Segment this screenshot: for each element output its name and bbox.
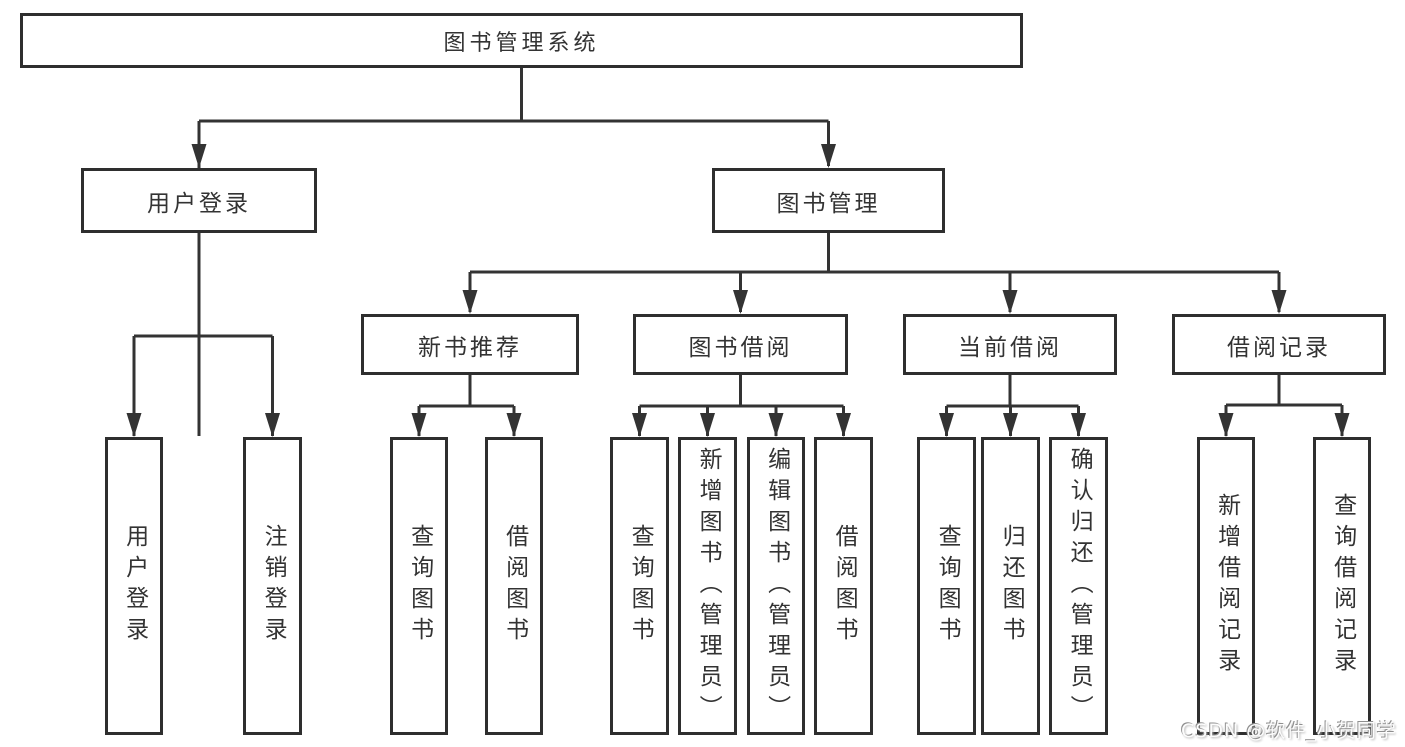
leaf-add-borrow-record: 新增借阅记录 [1197,437,1255,735]
node-new-book-recommend-label: 新书推荐 [418,334,522,361]
connector-records-to-leaves [1224,375,1344,436]
leaf-add-books-admin-label: 新增图书（管理员） [695,446,722,726]
arrowheads [126,144,1350,437]
arrowhead [733,290,748,314]
leaf-logout: 注销登录 [243,437,302,735]
connector-bookmgmt-to-level2 [468,233,1281,312]
leaf-return-books-label: 归还图书 [998,524,1025,648]
arrowhead [1271,290,1287,314]
leaf-query-books-borrow-label: 查询图书 [627,524,654,648]
connector-userlogin-to-leaves [132,233,274,436]
node-library-system: 图书管理系统 [20,13,1023,68]
arrowhead [768,413,784,437]
arrowhead [126,413,142,437]
arrowhead [191,144,207,168]
connector-root-to-level1 [197,68,830,436]
arrowhead [1218,413,1234,437]
node-user-login-label: 用户登录 [147,190,251,217]
leaf-query-borrow-record-label: 查询借阅记录 [1329,493,1356,679]
leaf-query-books-recommend-label: 查询图书 [406,524,433,648]
arrowhead [632,413,647,437]
leaf-borrow-books: 借阅图书 [814,437,873,735]
node-user-login: 用户登录 [81,168,317,233]
node-current-borrowing: 当前借阅 [903,314,1117,375]
node-book-management: 图书管理 [712,168,945,233]
arrowhead [1071,413,1086,437]
leaf-return-books: 归还图书 [981,437,1040,735]
arrowhead [1334,413,1350,437]
arrowhead [939,413,954,437]
csdn-watermark: CSDN @软件_小贺同学 [1181,720,1397,742]
arrowhead [821,144,836,168]
leaf-confirm-return-admin: 确认归还（管理员） [1049,437,1108,735]
node-library-system-label: 图书管理系统 [443,30,600,56]
node-borrowing-records-label: 借阅记录 [1227,334,1331,361]
connector-borrow-to-leaves [638,375,845,436]
arrowhead [1003,413,1018,437]
leaf-logout-label: 注销登录 [260,524,287,648]
arrowhead [1002,290,1018,314]
leaf-user-login: 用户登录 [105,437,163,735]
node-book-borrowing: 图书借阅 [633,314,848,375]
leaf-edit-books-admin-label: 编辑图书（管理员） [763,446,790,726]
connector-newbook-to-leaves [417,375,516,436]
arrowhead [836,413,851,437]
leaf-confirm-return-admin-label: 确认归还（管理员） [1066,446,1093,726]
node-current-borrowing-label: 当前借阅 [958,334,1062,361]
arrowhead [462,290,478,314]
arrowhead [506,413,522,437]
leaf-query-borrow-record: 查询借阅记录 [1313,437,1371,735]
leaf-query-books-current-label: 查询图书 [934,524,961,648]
node-book-borrowing-label: 图书借阅 [688,334,793,361]
node-new-book-recommend: 新书推荐 [361,314,579,375]
leaf-borrow-books-recommend-label: 借阅图书 [501,524,528,648]
leaf-query-books-current: 查询图书 [917,437,976,735]
arrowhead [700,413,715,437]
leaf-edit-books-admin: 编辑图书（管理员） [747,437,805,735]
node-book-management-label: 图书管理 [776,190,881,217]
arrowhead [265,413,280,437]
leaf-user-login-label: 用户登录 [121,524,148,648]
leaf-add-books-admin: 新增图书（管理员） [678,437,737,735]
leaf-query-books-borrow: 查询图书 [610,437,669,735]
leaf-add-borrow-record-label: 新增借阅记录 [1213,493,1240,679]
node-borrowing-records: 借阅记录 [1172,314,1386,375]
arrowhead [411,413,427,437]
leaf-borrow-books-label: 借阅图书 [831,524,858,648]
leaf-borrow-books-recommend: 借阅图书 [485,437,543,735]
leaf-query-books-recommend: 查询图书 [390,437,448,735]
